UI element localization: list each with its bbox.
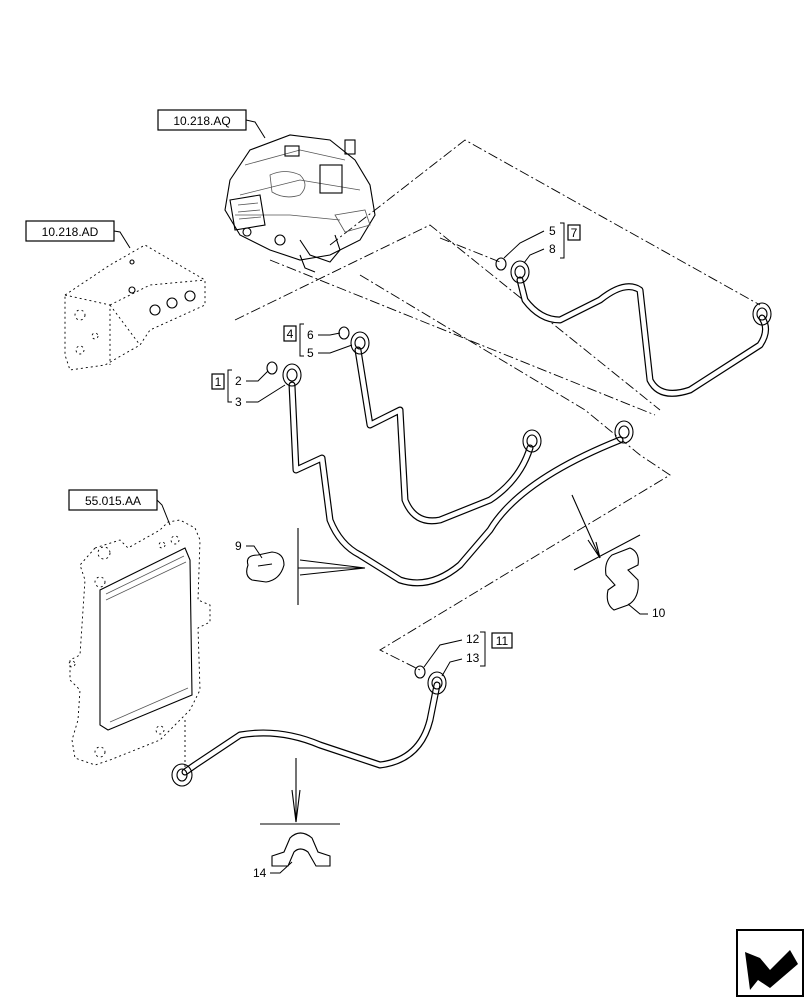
mounting-bracket: [64, 244, 206, 371]
ref-ecu[interactable]: 55.015.AA: [68, 489, 171, 526]
callout-7: 7: [571, 226, 578, 240]
callout-1: 1: [215, 375, 222, 389]
ref-ecu-label: 55.015.AA: [85, 494, 141, 508]
callout-14: 14: [253, 866, 267, 880]
ref-bracket-label: 10.218.AD: [42, 225, 99, 239]
relation-lines: [184, 139, 761, 770]
o-ring-5: [495, 257, 507, 271]
o-ring-12: [414, 665, 426, 679]
callout-11: 11: [496, 634, 509, 648]
callout-6: 6: [307, 328, 314, 342]
callout-group-11: 12 13 11: [423, 631, 513, 677]
fitting-end-b: [752, 302, 772, 326]
callout-14-group: 14: [253, 861, 293, 880]
fitting-end-a1: [522, 429, 542, 453]
callout-5a: 5: [307, 346, 314, 360]
pipe-assembly-a: [266, 326, 634, 587]
callout-group-4: 4 6 5: [283, 323, 353, 360]
callout-13: 13: [466, 651, 480, 665]
callout-group-7: 5 8 7: [503, 222, 581, 264]
fitting-5-upper: [350, 331, 370, 355]
o-ring-2: [266, 361, 278, 375]
clip-14: [260, 758, 340, 867]
callout-3: 3: [235, 395, 242, 409]
callout-group-1: 1 2 3: [211, 369, 286, 409]
ref-bracket[interactable]: 10.218.AD: [25, 220, 131, 249]
callout-5b: 5: [549, 224, 556, 238]
clip-10: [571, 494, 641, 611]
callout-2: 2: [235, 374, 242, 388]
callout-10: 10: [652, 606, 666, 620]
ecu-unit: [68, 519, 211, 766]
callout-4: 4: [287, 327, 294, 341]
ref-pump[interactable]: 10.218.AQ: [157, 109, 266, 139]
fitting-end-a2: [614, 420, 634, 444]
fitting-8: [510, 260, 530, 284]
callout-8: 8: [549, 242, 556, 256]
callout-9-group: 9: [235, 539, 263, 559]
clip-9: [246, 528, 366, 605]
fitting-3: [282, 363, 302, 387]
callout-10-group: 10: [627, 603, 666, 620]
callout-9: 9: [235, 539, 242, 553]
o-ring-6: [338, 326, 350, 340]
high-pressure-pump: [224, 134, 376, 273]
next-page-arrow-icon[interactable]: [736, 929, 804, 997]
callout-12: 12: [466, 632, 480, 646]
fitting-13: [427, 671, 447, 695]
ref-pump-label: 10.218.AQ: [173, 114, 230, 128]
pipe-assembly-c: [171, 665, 447, 787]
pipe-assembly-b: [495, 257, 772, 397]
fitting-end-c: [171, 763, 193, 787]
